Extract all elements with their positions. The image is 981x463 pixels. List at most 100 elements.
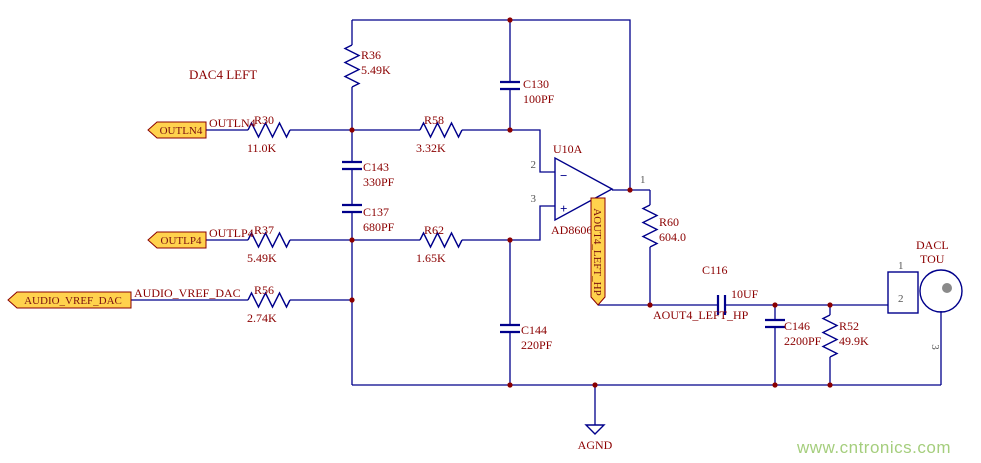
wire-outln4-row — [206, 129, 555, 173]
junction-dot — [349, 297, 355, 303]
wires — [131, 19, 942, 425]
net-name-outln4: OUTLN4 — [209, 116, 256, 130]
resistor-R60 — [641, 204, 659, 248]
junction-dot — [772, 302, 778, 308]
net-name-aout: AOUT4_LEFT_HP — [653, 308, 749, 322]
capacitors — [342, 80, 785, 334]
capacitor-C137 — [342, 203, 362, 214]
junction-dot — [507, 382, 513, 388]
r36-ref: R36 — [361, 48, 381, 62]
opamp-ref: U10A — [553, 142, 583, 156]
r60-value: 604.0 — [659, 230, 686, 244]
c144-value: 220PF — [521, 338, 553, 352]
port-tag-outlp4-label: OUTLP4 — [161, 235, 202, 247]
c146-value: 2200PF — [784, 334, 822, 348]
r56-value: 2.74K — [247, 311, 277, 325]
junction-dot — [627, 187, 633, 193]
jack-pin-2: 2 — [898, 293, 904, 305]
junction-dot — [827, 382, 833, 388]
wire-feedback-net — [351, 19, 650, 191]
opamp-plus-sign: + — [560, 201, 567, 216]
c130-ref: C130 — [523, 77, 549, 91]
opamp-minus-sign: − — [560, 168, 567, 183]
junction-dot — [507, 127, 513, 133]
c137-ref: C137 — [363, 205, 389, 219]
port-tag-aout-label: AOUT4_LEFT_HP — [591, 208, 603, 295]
port-tag-vref-label: AUDIO_VREF_DAC — [24, 295, 122, 307]
resistor-R52 — [821, 314, 839, 358]
r36-value: 5.49K — [361, 63, 391, 77]
net-name-outlp4: OUTLP4 — [209, 226, 254, 240]
wire-aout-net — [598, 190, 942, 385]
jack-tip-dot — [942, 283, 952, 293]
port-tag-outln4-label: OUTLN4 — [160, 125, 203, 137]
junction-dot — [772, 382, 778, 388]
resistor-R58 — [419, 121, 463, 139]
r58-value: 3.32K — [416, 141, 446, 155]
r56-ref: R56 — [254, 283, 274, 297]
net-tags: OUTLN4 OUTLN4 OUTLP4 OUTLP4 AUDIO_VREF_D… — [7, 116, 749, 322]
r52-value: 49.9K — [839, 334, 869, 348]
capacitor-C143 — [342, 160, 362, 171]
capacitor-C130 — [500, 80, 520, 91]
capacitor-C116 — [716, 295, 727, 315]
junction-dot — [592, 382, 598, 388]
r30-ref: R30 — [254, 113, 274, 127]
jack-name-line1: DACL — [916, 238, 949, 252]
r58-ref: R58 — [424, 113, 444, 127]
port-tag-outlp4 — [147, 231, 207, 249]
page-title: DAC4 LEFT — [189, 67, 257, 82]
jack-name-line2: TOU — [920, 252, 945, 266]
r30-value: 11.0K — [247, 141, 277, 155]
resistor-R56 — [247, 291, 291, 309]
junction-dot — [349, 237, 355, 243]
r60-ref: R60 — [659, 215, 679, 229]
c116-value: 10UF — [731, 287, 759, 301]
r62-ref: R62 — [424, 223, 444, 237]
r62-value: 1.65K — [416, 251, 446, 265]
net-name-vref: AUDIO_VREF_DAC — [134, 286, 241, 300]
c146-ref: C146 — [784, 319, 810, 333]
c143-value: 330PF — [363, 175, 395, 189]
opamp-pin-2: 2 — [531, 159, 537, 171]
jack-pin-3: 3 — [929, 344, 941, 350]
jack-pin-1: 1 — [898, 260, 904, 272]
r52-ref: R52 — [839, 319, 859, 333]
wire-outlp4-row — [206, 205, 555, 241]
c143-ref: C143 — [363, 160, 389, 174]
resistor-R36 — [343, 44, 361, 88]
junction-dot — [349, 127, 355, 133]
resistor-R62 — [419, 231, 463, 249]
watermark: www.cntronics.com — [796, 438, 951, 457]
opamp-pin-3: 3 — [531, 193, 537, 205]
wire-bottom-rail — [352, 384, 941, 425]
opamp-pin-1: 1 — [640, 174, 646, 186]
capacitor-C144 — [500, 323, 520, 334]
opamp-U10A: − + U10A AD8606 2 3 1 — [531, 142, 646, 237]
jack-body — [887, 271, 919, 314]
port-tag-aout-vertical — [590, 197, 606, 306]
port-tag-vref — [7, 291, 132, 309]
junction-dot — [647, 302, 653, 308]
junction-dot — [827, 302, 833, 308]
component-labels: DAC4 LEFT R30 11.0K R58 3.32K R36 5.49K … — [189, 48, 869, 352]
c116-ref: C116 — [702, 263, 728, 277]
connector-jack: DACL TOU 1 2 3 — [887, 238, 963, 350]
ground-symbol: AGND — [578, 424, 613, 452]
opamp-part: AD8606 — [551, 223, 592, 237]
agnd-triangle — [584, 424, 606, 435]
c144-ref: C144 — [521, 323, 547, 337]
agnd-label: AGND — [578, 438, 613, 452]
r37-value: 5.49K — [247, 251, 277, 265]
r37-ref: R37 — [254, 223, 274, 237]
resistor-R30 — [247, 121, 291, 139]
capacitor-C146 — [765, 318, 785, 329]
junction-dot — [507, 237, 513, 243]
junction-dot — [507, 17, 513, 23]
resistors — [247, 44, 839, 358]
c137-value: 680PF — [363, 220, 395, 234]
jack-barrel — [919, 269, 963, 313]
resistor-R37 — [247, 231, 291, 249]
